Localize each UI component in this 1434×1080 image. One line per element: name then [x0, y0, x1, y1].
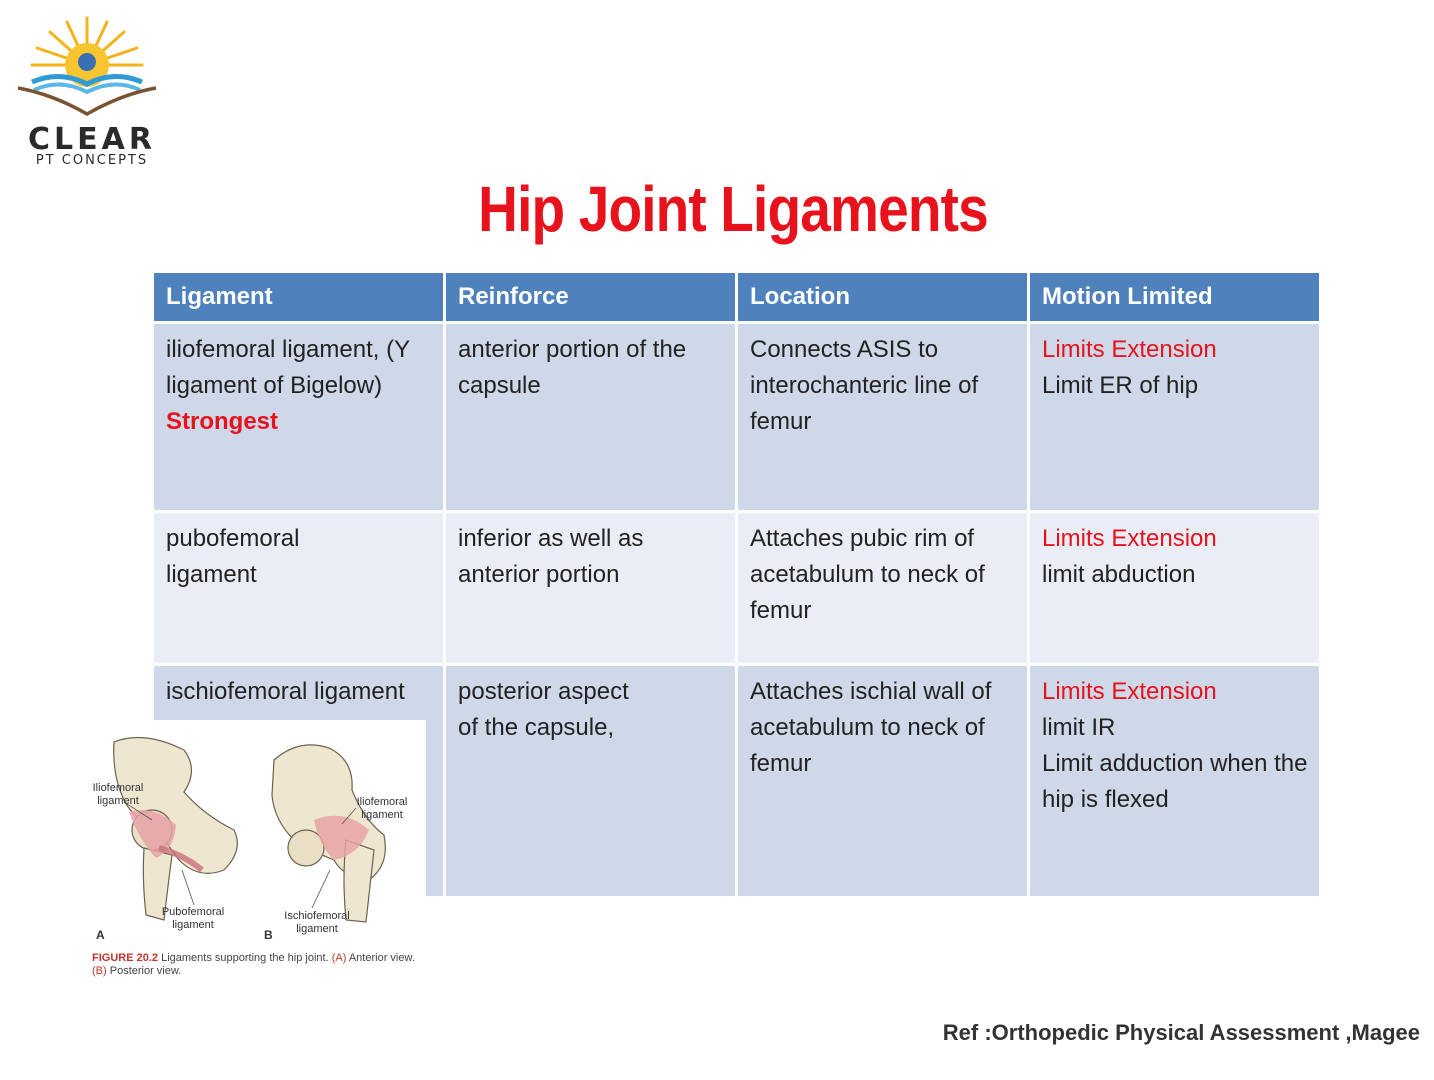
logo-wordmark: CLEAR [28, 122, 156, 157]
caption-a-key: (A) [331, 952, 347, 964]
reference-citation: Ref :Orthopedic Physical Assessment ,Mag… [942, 1020, 1420, 1045]
label-a-pubofemoral: Pubofemoral ligament [161, 906, 225, 931]
table-header-row: Ligament Reinforce Location Motion Limit… [151, 270, 1322, 324]
caption-figure-number: FIGURE 20.2 [92, 952, 159, 964]
motion-other: Limit ER of hip [1042, 372, 1199, 399]
motion-primary: Limits Extension [1042, 525, 1217, 552]
cell-location: Attaches pubic rim of acetabulum to neck… [735, 510, 1030, 666]
reinforce-text: posterior aspect of the capsule, [458, 678, 629, 741]
motion-other: Limit adduction when the hip is flexed [1042, 750, 1308, 813]
cell-ligament: pubofemoral ligament [151, 510, 446, 666]
sun-book-logo-icon [17, 16, 157, 117]
ligament-table: Ligament Reinforce Location Motion Limit… [151, 270, 1322, 899]
hip-ligaments-figure: Iliofemoral ligament Pubofemoral ligamen… [84, 720, 426, 990]
column-header-reinforce: Reinforce [443, 270, 738, 324]
cell-motion-limited: Limits Extension Limit ER of hip [1027, 321, 1322, 513]
cell-reinforce: posterior aspect of the capsule, [443, 663, 738, 899]
label-b-iliofemoral: Iliofemoral ligament [356, 796, 408, 821]
label-a-iliofemoral: Iliofemoral ligament [92, 782, 144, 807]
figure-caption: FIGURE 20.2 Ligaments supporting the hip… [92, 952, 422, 978]
ligament-name: pubofemoral ligament [166, 525, 300, 588]
ligament-note: Strongest [166, 408, 279, 435]
motion-primary: Limits Extension [1042, 336, 1217, 363]
ligament-name: ischiofemoral ligament [166, 678, 405, 705]
cell-motion-limited: Limits Extension limit abduction [1027, 510, 1322, 666]
column-header-ligament: Ligament [151, 270, 446, 324]
panel-label-b: B [264, 928, 273, 942]
table-row: pubofemoral ligament inferior as well as… [151, 510, 1322, 666]
panel-label-a: A [96, 928, 105, 942]
logo-subtitle: PT CONCEPTS [35, 153, 149, 168]
slide-title: Hip Joint Ligaments [478, 173, 988, 245]
caption-b-text: Posterior view. [109, 965, 182, 977]
caption-text: Ligaments supporting the hip joint. [161, 952, 329, 964]
label-b-ischiofemoral: Ischiofemoral ligament [284, 910, 350, 935]
hip-anatomy-illustration [113, 736, 386, 923]
motion-other: limit abduction [1042, 561, 1196, 588]
column-header-location: Location [735, 270, 1030, 324]
caption-b-key: (B) [92, 965, 107, 977]
cell-location: Connects ASIS to interochanteric line of… [735, 321, 1030, 513]
cell-reinforce: inferior as well as anterior portion [443, 510, 738, 666]
cell-location: Attaches ischial wall of acetabulum to n… [735, 663, 1030, 899]
cell-ligament: iliofemoral ligament, (Y ligament of Big… [151, 321, 446, 513]
motion-other: limit IR [1042, 714, 1116, 741]
table-row: iliofemoral ligament, (Y ligament of Big… [151, 321, 1322, 513]
cell-reinforce: anterior portion of the capsule [443, 321, 738, 513]
motion-primary: Limits Extension [1042, 678, 1217, 705]
column-header-motion-limited: Motion Limited [1027, 270, 1322, 324]
caption-a-text: Anterior view. [348, 952, 415, 964]
ligament-name: iliofemoral ligament, (Y ligament of Big… [166, 336, 410, 399]
cell-motion-limited: Limits Extension limit IR Limit adductio… [1027, 663, 1322, 899]
brand-logo: CLEAR PT CONCEPTS [12, 10, 162, 170]
